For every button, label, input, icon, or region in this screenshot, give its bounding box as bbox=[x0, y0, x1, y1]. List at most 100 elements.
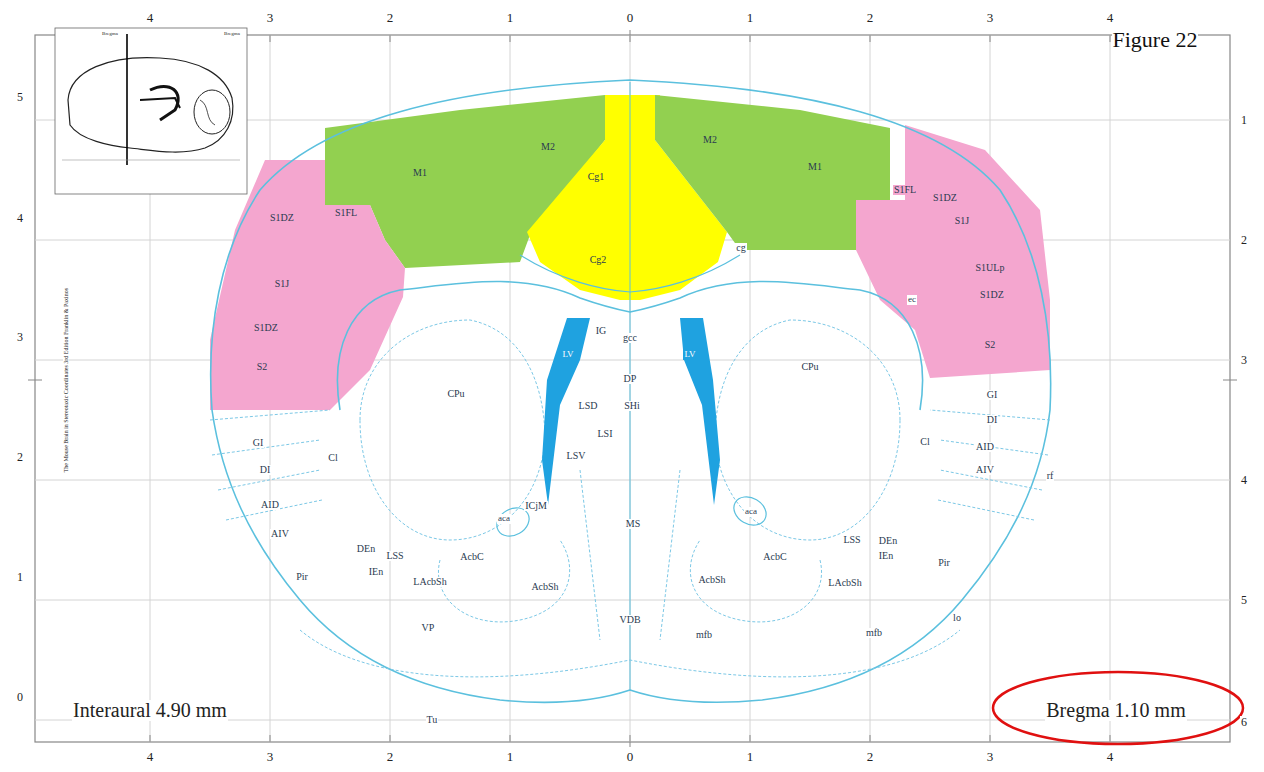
region-label: ec bbox=[907, 295, 917, 304]
region-label: AID bbox=[260, 500, 280, 511]
axis-number: 4 bbox=[1106, 11, 1115, 25]
somatosensory-left bbox=[210, 160, 405, 410]
axis-number: 4 bbox=[146, 11, 155, 25]
region-label: DI bbox=[986, 415, 999, 426]
axis-number: 0 bbox=[16, 691, 24, 704]
region-label: DEn bbox=[356, 544, 376, 555]
axis-number: 1 bbox=[1240, 114, 1248, 127]
region-label: M2 bbox=[702, 135, 718, 146]
region-label: LSV bbox=[566, 451, 587, 462]
axis-number: 2 bbox=[386, 750, 395, 764]
region-label: S2 bbox=[984, 340, 997, 351]
region-label: LSS bbox=[385, 551, 404, 562]
axis-number: 2 bbox=[866, 750, 875, 764]
region-label: LAcbSh bbox=[827, 578, 862, 589]
region-label: AIV bbox=[270, 529, 290, 540]
region-label: LSD bbox=[578, 401, 599, 412]
region-label: AcbC bbox=[762, 552, 787, 563]
region-label: Cg1 bbox=[587, 172, 606, 183]
region-label: S1DZ bbox=[269, 213, 295, 224]
region-label: aca bbox=[744, 507, 758, 516]
credit-text: The Mouse Brain in Stereotaxic Coordinat… bbox=[63, 287, 69, 473]
region-label: MS bbox=[625, 519, 641, 530]
axis-number: 3 bbox=[986, 750, 995, 764]
region-label: S1J bbox=[954, 216, 970, 227]
axis-number: 1 bbox=[746, 11, 755, 25]
axis-number: 3 bbox=[986, 11, 995, 25]
axis-number: 5 bbox=[1240, 594, 1248, 607]
axis-number: 6 bbox=[1240, 716, 1248, 729]
axis-number: 4 bbox=[1106, 750, 1115, 764]
region-label: Tu bbox=[426, 715, 439, 726]
region-label: DP bbox=[623, 374, 638, 385]
region-label: cg bbox=[735, 243, 746, 254]
region-label: GI bbox=[986, 390, 999, 401]
coordinate-label: Bregma 1.10 mm bbox=[1045, 700, 1186, 721]
region-label: IG bbox=[595, 326, 608, 337]
region-label: Cg2 bbox=[589, 255, 608, 266]
region-label: GI bbox=[252, 438, 265, 449]
region-label: M1 bbox=[807, 162, 823, 173]
region-label: LSI bbox=[597, 429, 614, 440]
region-label: rf bbox=[1046, 471, 1055, 482]
region-label: CPu bbox=[446, 389, 465, 400]
region-label: mfb bbox=[865, 628, 883, 639]
axis-number: 2 bbox=[386, 11, 395, 25]
region-label: S1DZ bbox=[979, 290, 1005, 301]
region-label: LV bbox=[683, 350, 696, 359]
region-label: S1FL bbox=[893, 185, 917, 196]
region-label: S1J bbox=[274, 279, 290, 290]
region-label: AcbSh bbox=[697, 575, 726, 586]
region-label: IEn bbox=[368, 567, 384, 578]
axis-number: 1 bbox=[506, 11, 515, 25]
axis-number: 4 bbox=[146, 750, 155, 764]
region-label: M2 bbox=[540, 142, 556, 153]
region-label: LV bbox=[561, 350, 574, 359]
region-label: IEn bbox=[878, 551, 894, 562]
region-label: LSS bbox=[842, 535, 861, 546]
region-label: Cl bbox=[327, 453, 338, 464]
lateral-ventricles bbox=[542, 318, 720, 505]
region-label: S1DZ bbox=[932, 193, 958, 204]
region-label: Cl bbox=[919, 437, 930, 448]
region-label: SHi bbox=[623, 401, 641, 412]
region-label: S1DZ bbox=[253, 323, 279, 334]
axis-number: 4 bbox=[16, 212, 24, 225]
region-label: AID bbox=[975, 442, 995, 453]
axis-number: 3 bbox=[266, 11, 275, 25]
region-label: lo bbox=[952, 613, 962, 624]
inset-label: Bregma bbox=[101, 31, 119, 36]
axis-number: 2 bbox=[1240, 234, 1248, 247]
axis-number: 0 bbox=[626, 11, 635, 25]
region-label: aca bbox=[497, 514, 511, 523]
somatosensory-right bbox=[856, 125, 1050, 378]
region-label: VP bbox=[421, 623, 436, 634]
axis-number: 1 bbox=[16, 571, 24, 584]
region-label: DEn bbox=[878, 536, 898, 547]
region-label: AIV bbox=[975, 465, 995, 476]
frame bbox=[35, 35, 1230, 742]
axis-number: 3 bbox=[1240, 354, 1248, 367]
region-label: S2 bbox=[256, 362, 269, 373]
axis-number: 1 bbox=[746, 750, 755, 764]
region-label: VDB bbox=[618, 615, 641, 626]
region-label: DI bbox=[259, 465, 272, 476]
highlight-ellipse bbox=[993, 672, 1243, 744]
motor-cortex-right bbox=[655, 95, 890, 250]
axis-number: 0 bbox=[626, 750, 635, 764]
region-label: CPu bbox=[800, 362, 819, 373]
brain-outline bbox=[211, 80, 1051, 702]
region-label: ICjM bbox=[524, 501, 548, 512]
region-label: Pir bbox=[937, 558, 951, 569]
region-label: LAcbSh bbox=[412, 577, 447, 588]
region-label: Pir bbox=[295, 572, 309, 583]
region-label: AcbSh bbox=[530, 582, 559, 593]
region-label: gcc bbox=[622, 333, 638, 344]
inset-label: Bregma bbox=[223, 31, 241, 36]
axis-ticks bbox=[28, 30, 1237, 747]
region-label: AcbC bbox=[459, 552, 484, 563]
axis-number: 3 bbox=[16, 331, 24, 344]
axis-number: 2 bbox=[866, 11, 875, 25]
